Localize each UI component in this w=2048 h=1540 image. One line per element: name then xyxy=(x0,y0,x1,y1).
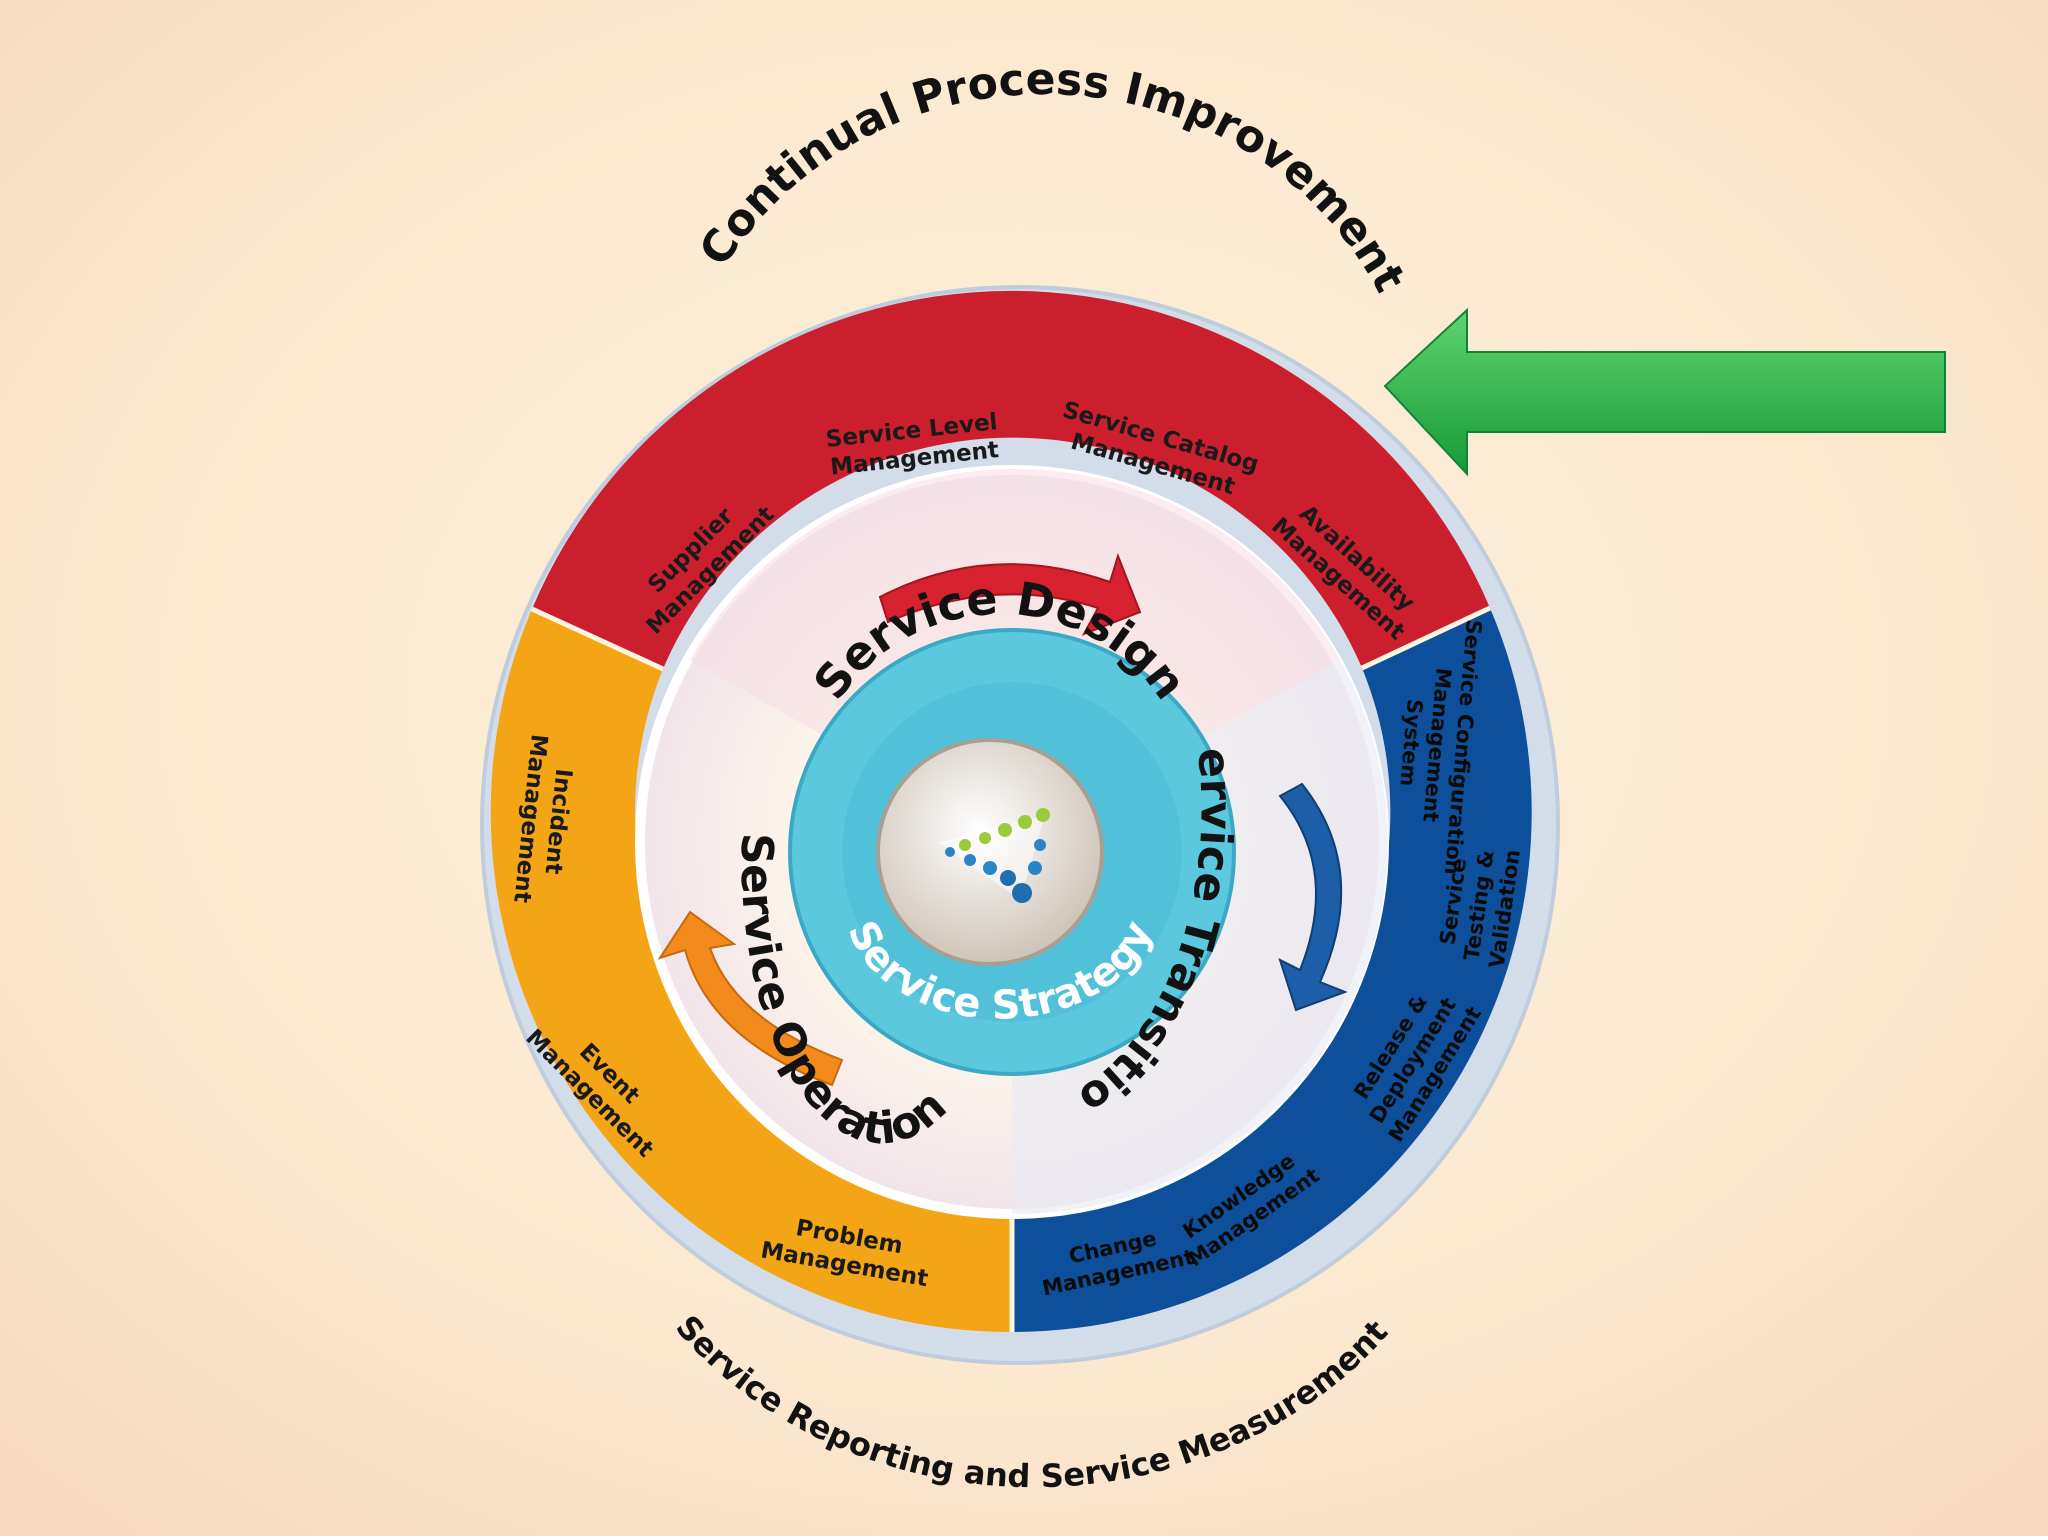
itil-lifecycle-diagram: Continual Process Improvement Service Re… xyxy=(0,0,2048,1536)
diagram-canvas: Continual Process Improvement Service Re… xyxy=(0,0,2048,1536)
